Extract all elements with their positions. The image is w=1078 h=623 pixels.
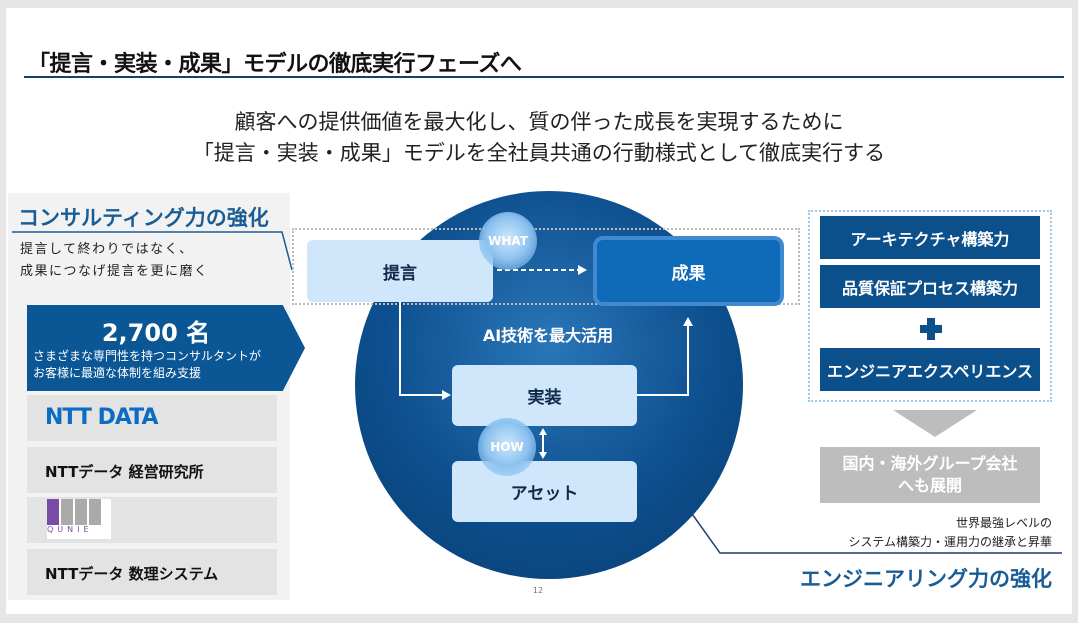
engineer-experience-box: エンジニアエクスペリエンス [820, 348, 1040, 391]
what-label: WHAT [479, 212, 537, 270]
engineering-desc: 世界最強レベルの システム構築力・運用力の継承と昇華 [780, 514, 1052, 552]
company-nttdata-msi: NTTデータ 数理システム [27, 549, 277, 595]
qa-process-box: 品質保証プロセス構築力 [820, 265, 1040, 308]
page-number: 12 [532, 586, 544, 595]
page-title: 「提言・実装・成果」モデルの徹底実行フェーズへ [28, 52, 522, 77]
subtitle-line-1: 顧客への提供価値を最大化し、質の伴った成長を実現するために [234, 110, 844, 134]
expand-box: 国内・海外グループ会社 へも展開 [820, 447, 1040, 503]
qunie-logo-text: QUNIE [47, 525, 93, 534]
expand-line-2: へも展開 [897, 476, 962, 495]
qunie-logo: QUNIE [27, 497, 277, 543]
consultant-count: 2,700 名 [101, 319, 211, 347]
implementation-box: 実装 [452, 365, 637, 426]
ai-utilization-label: AI技術を最大活用 [482, 326, 614, 345]
nttdata-logo: NTT DATA [27, 395, 277, 441]
architecture-box: アーキテクチャ構築力 [820, 216, 1040, 259]
subtitle-line-2: 「提言・実装・成果」モデルを全社員共通の行動様式として徹底実行する [192, 141, 886, 165]
down-arrow-icon [893, 410, 977, 437]
asset-box: アセット [452, 461, 637, 522]
capability-dotted-frame [808, 210, 1052, 402]
consulting-heading: コンサルティング力の強化 [18, 206, 269, 230]
company-nttdata-research: NTTデータ 経営研究所 [27, 447, 277, 493]
plus-icon [920, 318, 942, 340]
result-box: 成果 [597, 240, 780, 302]
title-underline [24, 76, 1064, 78]
proposal-box: 提言 [307, 240, 493, 302]
expand-line-1: 国内・海外グループ会社 [842, 454, 1018, 473]
engineering-desc-1: 世界最強レベルの [955, 516, 1052, 530]
consultant-desc-2: お客様に最適な体制を組み支援 [33, 366, 202, 380]
consultant-desc-1: さまざまな専門性を持つコンサルタントが [33, 349, 262, 363]
consulting-desc-1: 提言して終わりではなく、 [20, 242, 194, 257]
engineering-heading: エンジニアリング力の強化 [800, 567, 1052, 591]
consulting-desc-2: 成果につなげ提言を更に磨く [20, 264, 209, 279]
engineering-desc-2: システム構築力・運用力の継承と昇華 [848, 535, 1052, 549]
consultant-count-banner: 2,700 名 さまざまな専門性を持つコンサルタントが お客様に最適な体制を組み… [27, 305, 305, 391]
what-dotted-frame [292, 228, 800, 305]
how-label: HOW [478, 418, 536, 476]
